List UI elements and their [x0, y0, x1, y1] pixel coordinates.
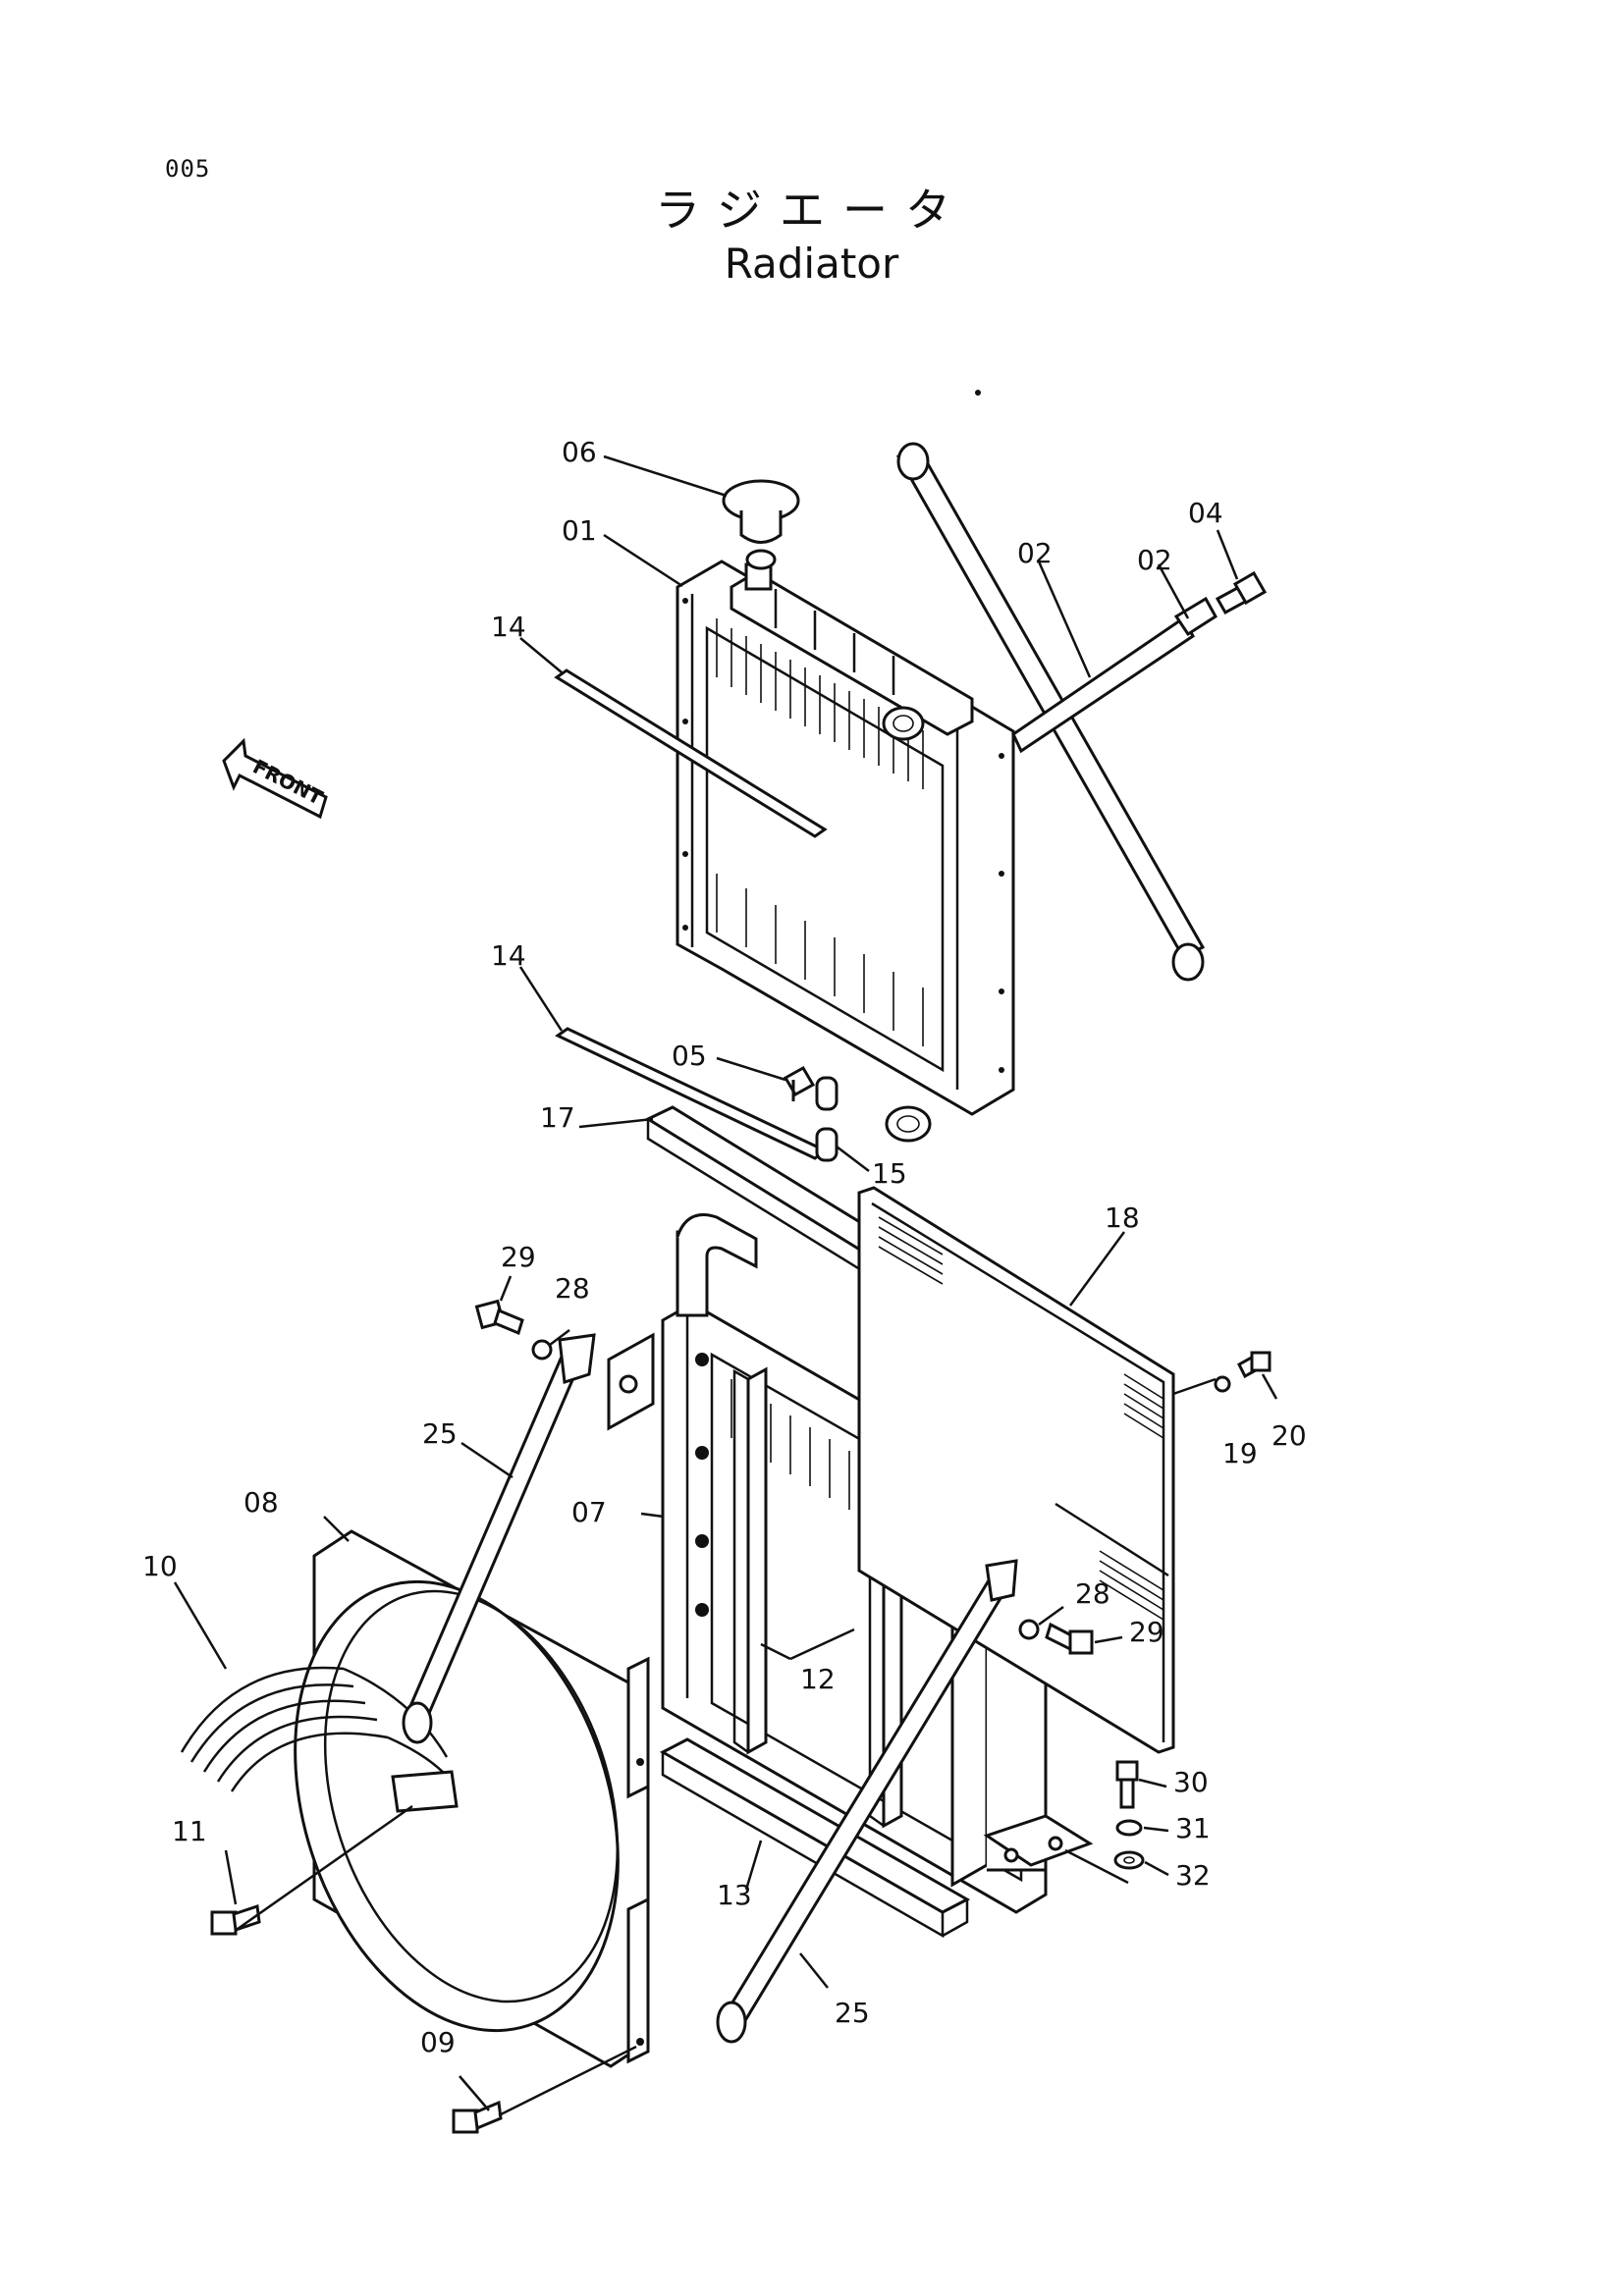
callout-29-lower: 29 [1129, 1616, 1164, 1648]
washer-19 [1214, 1375, 1231, 1393]
callout-12: 12 [800, 1663, 836, 1695]
hose-15 [815, 1076, 839, 1162]
callout-01: 01 [562, 514, 597, 547]
washer-32 [1113, 1850, 1145, 1870]
callout-10: 10 [142, 1550, 178, 1582]
callout-06: 06 [562, 436, 597, 468]
page-number: 005 [165, 155, 211, 183]
title-japanese: ラジエータ [654, 184, 969, 237]
callout-29-upper: 29 [501, 1241, 536, 1273]
bolt-20 [1237, 1351, 1271, 1379]
callout-32: 32 [1175, 1859, 1211, 1892]
callout-08: 08 [243, 1486, 279, 1519]
fan-guard [180, 1666, 459, 1813]
bolt-09 [452, 2100, 503, 2134]
seal-13 [659, 1737, 971, 1939]
screen-18 [857, 1186, 1175, 1754]
callout-28-lower: 28 [1075, 1577, 1110, 1610]
stay-rod-25-lower [716, 1559, 1018, 2044]
washer-28-upper [531, 1339, 553, 1361]
callout-30: 30 [1173, 1766, 1209, 1798]
washer-28-lower [1018, 1619, 1040, 1640]
callout-04: 04 [1188, 497, 1223, 529]
callout-17: 17 [540, 1101, 575, 1134]
callout-02-short: 02 [1137, 544, 1172, 576]
callout-02-long: 02 [1017, 537, 1053, 569]
callout-11: 11 [172, 1815, 207, 1847]
radiator-cap [722, 479, 800, 570]
stay-rod-25-upper [402, 1333, 596, 1744]
front-arrow-icon: FRONT [222, 737, 328, 820]
callout-15: 15 [872, 1157, 907, 1190]
seal-14-upper [554, 668, 828, 838]
callout-13: 13 [717, 1879, 752, 1911]
bolt-29-lower [1045, 1622, 1094, 1655]
leader-lines [173, 454, 1278, 2117]
callout-19: 19 [1222, 1437, 1258, 1469]
title-english: Radiator [724, 240, 899, 288]
callout-20: 20 [1271, 1419, 1307, 1452]
callout-05: 05 [672, 1040, 707, 1072]
bolt-11 [210, 1903, 261, 1936]
callout-07: 07 [571, 1496, 607, 1528]
callout-25-lower: 25 [835, 1997, 870, 2029]
callout-09: 09 [420, 2026, 456, 2058]
ink-dot [975, 390, 981, 396]
callout-28-upper: 28 [555, 1272, 590, 1305]
bolt-30 [1115, 1760, 1139, 1809]
stay-rod-long [895, 442, 1206, 982]
callout-18: 18 [1105, 1201, 1140, 1234]
radiator-core [676, 560, 1015, 1143]
callout-14-lower: 14 [491, 939, 526, 972]
callout-25-upper: 25 [422, 1417, 458, 1450]
bolt-04 [1215, 570, 1268, 615]
stay-rod-short [1011, 596, 1217, 754]
drain-cock [783, 1065, 816, 1101]
bolt-29-upper [474, 1299, 524, 1336]
lock-washer-31 [1115, 1819, 1143, 1837]
callout-14-upper: 14 [491, 611, 526, 643]
callout-31: 31 [1175, 1812, 1211, 1844]
